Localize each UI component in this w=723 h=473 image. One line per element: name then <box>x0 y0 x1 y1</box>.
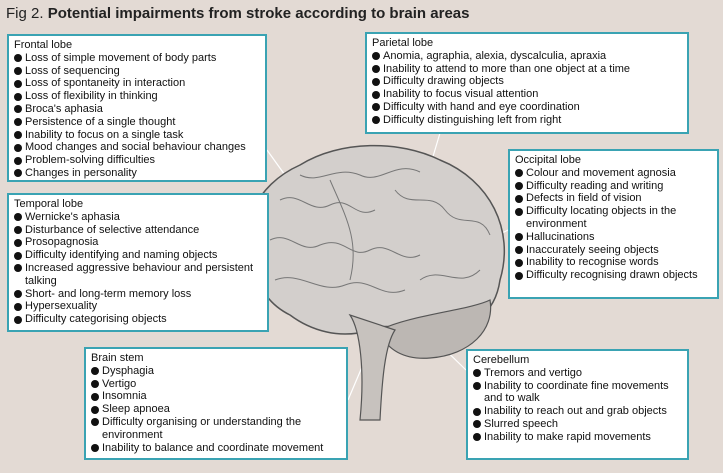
cerebrum-shape <box>246 144 505 335</box>
list-item: Dysphagia <box>91 365 341 378</box>
list-item: Slurred speech <box>473 418 682 431</box>
list-item: Mood changes and social behaviour change… <box>14 141 260 154</box>
list-item: Anomia, agraphia, alexia, dyscalculia, a… <box>372 50 682 63</box>
impairment-list: Tremors and vertigo Inability to coordin… <box>473 367 682 444</box>
occipital-lobe-box: Occipital lobe Colour and movement agnos… <box>508 149 719 299</box>
list-item: Defects in field of vision <box>515 192 712 205</box>
list-item: Problem-solving difficulties <box>14 154 260 167</box>
list-item: Persistence of a single thought <box>14 116 260 129</box>
impairment-list: Colour and movement agnosia Difficulty r… <box>515 167 712 282</box>
list-item: Tremors and vertigo <box>473 367 682 380</box>
list-item: Changes in personality <box>14 167 260 180</box>
impairment-list: Loss of simple movement of body parts Lo… <box>14 52 260 180</box>
list-item: Inability to recognise words <box>515 256 712 269</box>
parietal-lobe-box: Parietal lobe Anomia, agraphia, alexia, … <box>365 32 689 134</box>
list-item: Inability to balance and coordinate move… <box>91 442 341 455</box>
box-heading: Occipital lobe <box>515 154 582 166</box>
frontal-lobe-box: Frontal lobe Loss of simple movement of … <box>7 34 267 182</box>
list-item: Difficulty identifying and naming object… <box>14 249 262 262</box>
list-item: Inability to focus visual attention <box>372 88 682 101</box>
figure-title: Fig 2. Potential impairments from stroke… <box>6 5 469 22</box>
list-item: Disturbance of selective attendance <box>14 224 262 237</box>
cerebellum-shape <box>379 299 492 359</box>
temporal-lobe-box: Temporal lobe Wernicke's aphasia Disturb… <box>7 193 269 332</box>
box-heading: Cerebellum <box>473 354 530 366</box>
figure-number: Fig 2. <box>6 5 44 22</box>
list-item: Inability to make rapid movements <box>473 431 682 444</box>
box-heading: Frontal lobe <box>14 39 73 51</box>
list-item: Difficulty categorising objects <box>14 313 262 326</box>
brain-folds <box>269 168 491 293</box>
box-heading: Temporal lobe <box>14 198 84 210</box>
list-item: Difficulty organising or understanding t… <box>91 416 341 442</box>
brainstem-shape <box>348 313 396 421</box>
brain-stem-box: Brain stem Dysphagia Vertigo Insomnia Sl… <box>84 347 348 460</box>
list-item: Inaccurately seeing objects <box>515 244 712 257</box>
list-item: Increased aggressive behaviour and persi… <box>14 262 262 288</box>
figure-heading: Potential impairments from stroke accord… <box>47 5 470 22</box>
cerebellum-box: Cerebellum Tremors and vertigo Inability… <box>466 349 689 460</box>
list-item: Inability to reach out and grab objects <box>473 405 682 418</box>
list-item: Loss of spontaneity in interaction <box>14 77 260 90</box>
list-item: Hypersexuality <box>14 300 262 313</box>
list-item: Inability to focus on a single task <box>14 129 260 142</box>
list-item: Vertigo <box>91 378 341 391</box>
impairment-list: Wernicke's aphasia Disturbance of select… <box>14 211 262 326</box>
list-item: Difficulty locating objects in the envir… <box>515 205 712 231</box>
list-item: Sleep apnoea <box>91 403 341 416</box>
list-item: Broca's aphasia <box>14 103 260 116</box>
list-item: Insomnia <box>91 390 341 403</box>
list-item: Inability to attend to more than one obj… <box>372 63 682 76</box>
list-item: Difficulty with hand and eye coordinatio… <box>372 101 682 114</box>
list-item: Inability to coordinate fine movements a… <box>473 380 682 406</box>
list-item: Difficulty reading and writing <box>515 180 712 193</box>
list-item: Colour and movement agnosia <box>515 167 712 180</box>
list-item: Loss of sequencing <box>14 65 260 78</box>
list-item: Wernicke's aphasia <box>14 211 262 224</box>
list-item: Difficulty drawing objects <box>372 75 682 88</box>
impairment-list: Anomia, agraphia, alexia, dyscalculia, a… <box>372 50 682 127</box>
list-item: Hallucinations <box>515 231 712 244</box>
impairment-list: Dysphagia Vertigo Insomnia Sleep apnoea … <box>91 365 341 455</box>
list-item: Prosopagnosia <box>14 236 262 249</box>
list-item: Short- and long-term memory loss <box>14 288 262 301</box>
list-item: Difficulty distinguishing left from righ… <box>372 114 682 127</box>
list-item: Difficulty recognising drawn objects <box>515 269 712 282</box>
box-heading: Parietal lobe <box>372 37 434 49</box>
box-heading: Brain stem <box>91 352 144 364</box>
list-item: Loss of flexibility in thinking <box>14 90 260 103</box>
list-item: Loss of simple movement of body parts <box>14 52 260 65</box>
